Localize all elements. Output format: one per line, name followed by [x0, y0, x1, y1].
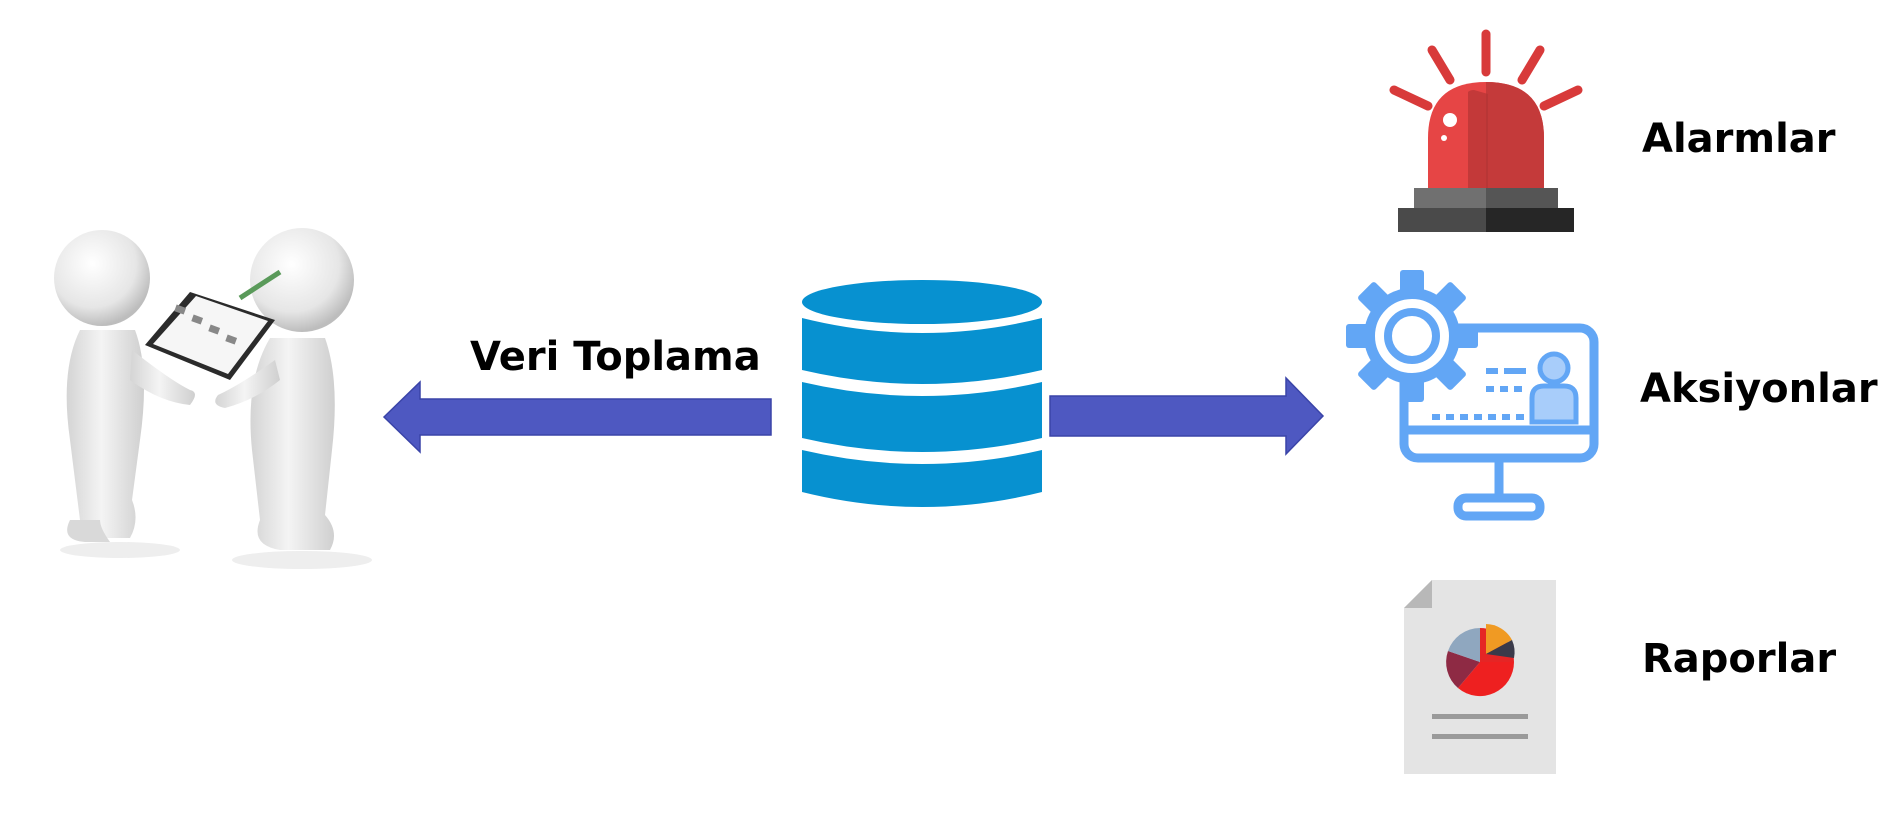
database-icon — [802, 280, 1042, 507]
settings-monitor-icon — [1346, 270, 1599, 521]
collect-arrow — [382, 380, 772, 454]
clipboard-icon — [145, 269, 282, 380]
report-document-icon — [1404, 580, 1556, 774]
output-label-actions: Aksiyonlar — [1640, 366, 1878, 412]
output-arrow — [1049, 376, 1325, 456]
output-label-alarms: Alarmlar — [1642, 116, 1836, 162]
people-clipboard-illustration — [54, 228, 372, 569]
person-left — [54, 230, 195, 558]
output-label-reports: Raporlar — [1642, 636, 1837, 682]
person-right — [215, 228, 372, 569]
collect-label: Veri Toplama — [470, 334, 761, 380]
alarm-siren-icon — [1389, 29, 1583, 232]
